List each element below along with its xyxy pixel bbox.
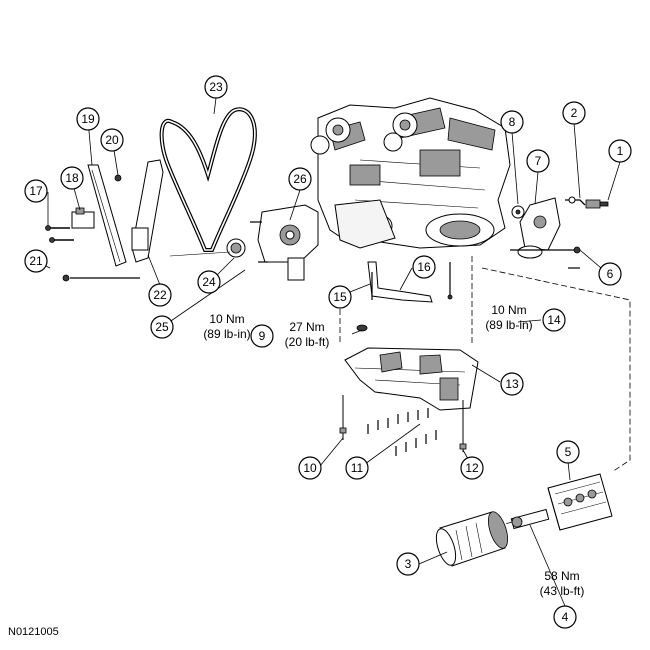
chain-tensioner <box>71 207 95 229</box>
torque-label-25: 10 Nm (89 lb-in) <box>203 312 250 341</box>
callout-17: 17 <box>24 179 48 203</box>
callout-11: 11 <box>345 456 369 480</box>
callout-5: 5 <box>556 440 580 464</box>
svg-text:5: 5 <box>565 445 572 459</box>
svg-text:19: 19 <box>81 112 95 126</box>
callout-14: 14 <box>542 308 566 332</box>
oil-pressure-sensor <box>565 196 609 209</box>
callout-1: 1 <box>608 139 632 163</box>
svg-text:9: 9 <box>259 329 266 343</box>
svg-text:6: 6 <box>607 267 614 281</box>
oil-cooler <box>547 473 613 531</box>
callout-20: 20 <box>100 128 124 152</box>
svg-text:(89 lb-in): (89 lb-in) <box>485 318 532 332</box>
callout-15: 15 <box>328 285 352 309</box>
oil-pump <box>250 204 319 281</box>
svg-text:8: 8 <box>509 115 516 129</box>
svg-text:18: 18 <box>65 171 79 185</box>
svg-text:1: 1 <box>617 144 624 158</box>
svg-text:24: 24 <box>202 275 216 289</box>
oil-filter <box>435 511 509 567</box>
callout-3: 3 <box>396 552 420 576</box>
svg-text:26: 26 <box>293 172 307 186</box>
adapter-bolt <box>510 246 581 269</box>
oil-pan-bolts <box>339 395 467 456</box>
callout-26: 26 <box>288 167 312 191</box>
tensioner-arm <box>131 159 164 263</box>
svg-text:3: 3 <box>405 557 412 571</box>
figure-id: N0121005 <box>8 626 59 638</box>
svg-text:17: 17 <box>29 184 43 198</box>
callout-12: 12 <box>460 456 484 480</box>
svg-text:4: 4 <box>562 610 569 624</box>
adapter-gasket <box>511 205 525 219</box>
svg-text:(89 lb-in): (89 lb-in) <box>203 327 250 341</box>
callout-10: 10 <box>298 456 322 480</box>
callout-4: 4 <box>553 605 577 629</box>
svg-text:10 Nm: 10 Nm <box>491 303 526 317</box>
callout-13: 13 <box>500 372 524 396</box>
guide-line-cooler <box>481 267 631 473</box>
callout-24: 24 <box>197 270 221 294</box>
svg-text:2: 2 <box>571 106 578 120</box>
callout-22: 22 <box>148 283 172 307</box>
svg-text:23: 23 <box>209 80 223 94</box>
engine-block <box>310 97 511 249</box>
guide-line-filter <box>504 521 513 525</box>
svg-text:10: 10 <box>303 461 317 475</box>
svg-text:(20 lb-ft): (20 lb-ft) <box>285 335 330 349</box>
oil-pump-screen-pickup <box>367 261 453 303</box>
callout-8: 8 <box>500 110 524 134</box>
svg-text:(43 lb-ft): (43 lb-ft) <box>540 584 585 598</box>
torque-label-9: 27 Nm (20 lb-ft) <box>285 320 330 349</box>
svg-text:10 Nm: 10 Nm <box>209 312 244 326</box>
callout-19: 19 <box>76 107 100 131</box>
svg-text:58 Nm: 58 Nm <box>544 569 579 583</box>
svg-text:13: 13 <box>505 377 519 391</box>
crankshaft-sprocket <box>169 238 246 258</box>
torque-label-4: 58 Nm (43 lb-ft) <box>540 569 585 598</box>
svg-text:14: 14 <box>547 313 561 327</box>
callout-18: 18 <box>60 166 84 190</box>
callout-7: 7 <box>526 149 550 173</box>
callout-21: 21 <box>24 249 48 273</box>
svg-text:11: 11 <box>351 461 364 475</box>
callout-16: 16 <box>412 255 436 279</box>
timing-chain <box>159 107 257 252</box>
callout-23: 23 <box>204 75 228 99</box>
svg-text:21: 21 <box>29 254 43 268</box>
callout-6: 6 <box>598 262 622 286</box>
timing-chain-guide <box>87 164 127 267</box>
torque-label-14: 10 Nm (89 lb-in) <box>485 303 532 332</box>
svg-text:12: 12 <box>465 461 479 475</box>
svg-text:20: 20 <box>105 133 119 147</box>
svg-text:27 Nm: 27 Nm <box>289 320 324 334</box>
svg-text:25: 25 <box>155 320 169 334</box>
svg-text:16: 16 <box>417 260 431 274</box>
oil-filter-adapter <box>517 197 561 259</box>
callout-2: 2 <box>562 101 586 125</box>
callout-9: 9 <box>250 324 274 348</box>
oil-pan <box>344 347 479 411</box>
oil-filter-threaded-insert <box>510 508 550 530</box>
svg-text:22: 22 <box>153 288 167 302</box>
svg-text:15: 15 <box>333 290 347 304</box>
drain-plug <box>356 324 368 332</box>
svg-text:7: 7 <box>535 154 542 168</box>
callout-25: 25 <box>150 315 174 339</box>
